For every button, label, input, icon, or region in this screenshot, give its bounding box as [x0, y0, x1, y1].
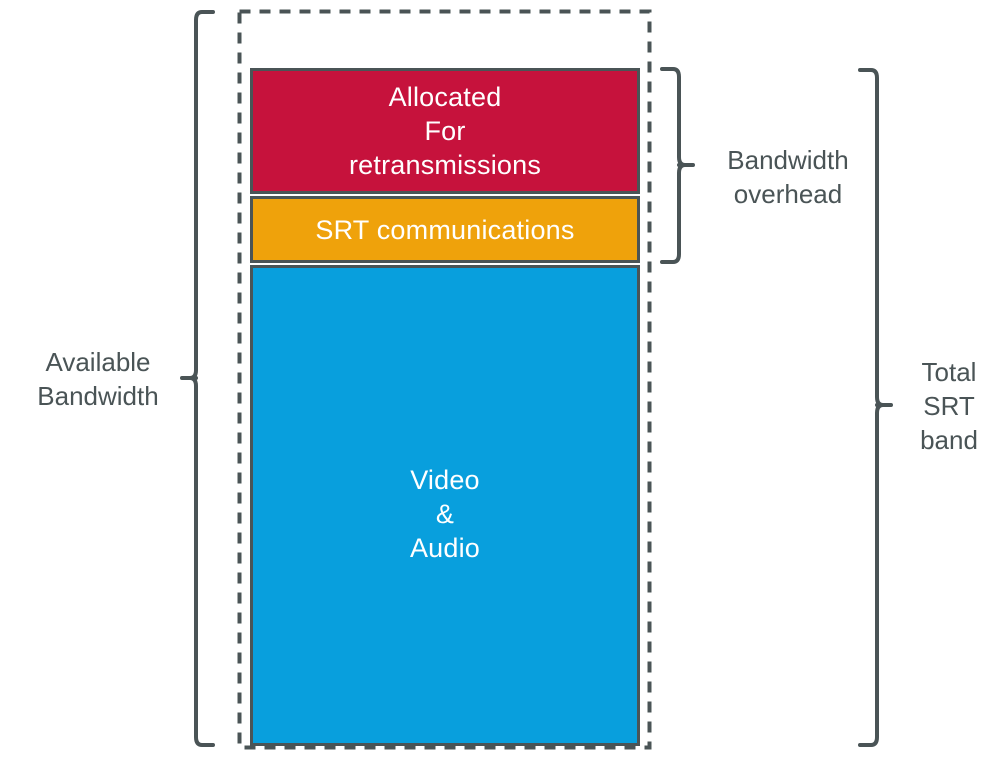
- bar-label-srt-communications: SRT communications: [315, 214, 575, 245]
- bar-label-retransmissions: Allocated For retransmissions: [348, 82, 542, 180]
- bar-allocated-for-retransmissions[interactable]: Allocated For retransmissions: [250, 68, 640, 194]
- bar-srt-communications[interactable]: SRT communications: [250, 196, 640, 263]
- label-bandwidth-overhead: Bandwidth overhead: [727, 145, 849, 209]
- brace-available-bandwidth: [180, 10, 215, 747]
- bar-video-audio[interactable]: Video & Audio: [250, 265, 640, 746]
- bar-label-video-audio: Video & Audio: [409, 464, 481, 563]
- label-available-bandwidth: Available Bandwidth: [37, 347, 159, 411]
- label-total-srt-band: Total SRT band: [920, 357, 978, 455]
- brace-bandwidth-overhead: [660, 67, 695, 264]
